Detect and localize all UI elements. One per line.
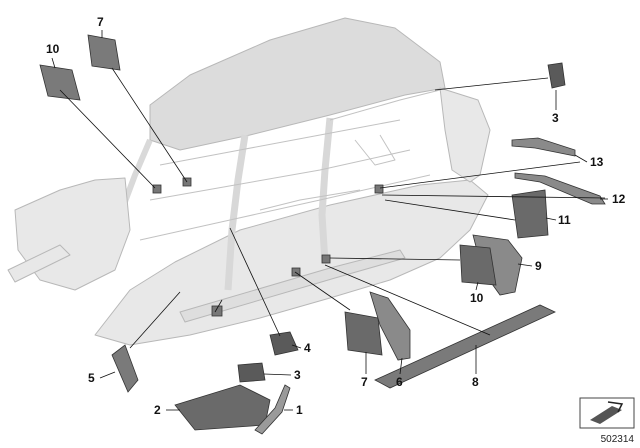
- part-4-clip: [269, 331, 299, 356]
- callout-7-low: 7: [361, 375, 368, 389]
- callout-11: 11: [558, 213, 571, 227]
- callout-7-top: 7: [97, 15, 104, 29]
- part-5-bracket: [111, 344, 139, 393]
- b-pillar: [224, 134, 249, 291]
- car-body-in-white: [7, 17, 491, 346]
- side-sill: [179, 249, 406, 323]
- leader-12: [381, 194, 606, 199]
- part-7-upper-bracket: [87, 34, 121, 71]
- rear-quarter: [439, 87, 491, 183]
- leader-b-pillar-4: [229, 227, 281, 337]
- leader-b-base: [214, 299, 223, 313]
- reference-symbol-arrow: [607, 401, 624, 413]
- part-8-sill-strip: [374, 304, 556, 389]
- part-3-clip-top: [547, 62, 566, 89]
- part-6-pad: [369, 291, 411, 361]
- part-3-clip-mid: [237, 362, 266, 383]
- callout-10-mid: 10: [470, 291, 484, 305]
- callout-12: 12: [612, 192, 626, 206]
- callout-9: 9: [535, 259, 542, 273]
- floor-pan: [94, 179, 489, 346]
- roof-panel: [149, 17, 446, 151]
- leader-7-top: [111, 67, 188, 183]
- reference-symbol: [579, 397, 635, 429]
- part-11-pad: [511, 189, 549, 239]
- front-rail: [7, 244, 71, 283]
- attachment-points: [152, 177, 384, 317]
- callout-1: 1: [296, 403, 303, 417]
- leader-13: [379, 161, 581, 189]
- part-10-mid-pad: [459, 244, 497, 286]
- leader-lines: [59, 67, 606, 349]
- callout-8: 8: [472, 375, 479, 389]
- leader-11: [384, 199, 516, 221]
- callout-labels: 10 7 3 13 12 11 9 10 4 3 5 2 1 7 6 8: [46, 15, 626, 417]
- part-12-strip: [514, 172, 606, 205]
- leader-8: [324, 264, 491, 336]
- callout-6: 6: [396, 375, 403, 389]
- leader-7-low: [294, 271, 351, 311]
- callout-pointers: [51, 30, 608, 411]
- leader-3-top: [434, 77, 549, 91]
- part-2-floor-pad: [174, 384, 271, 431]
- part-1-strip: [254, 384, 291, 435]
- leader-9: [329, 257, 461, 261]
- callout-10-top: 10: [46, 42, 60, 56]
- leader-5: [129, 291, 181, 349]
- part-10-upper-bracket: [39, 64, 81, 101]
- callout-3-mid: 3: [294, 368, 301, 382]
- leader-10-top: [59, 89, 156, 189]
- callout-4: 4: [304, 341, 311, 355]
- callout-3-top: 3: [552, 111, 559, 125]
- reference-symbol-glyph: [590, 406, 622, 424]
- callout-5: 5: [88, 371, 95, 385]
- part-13-strip: [511, 137, 576, 157]
- parts: [39, 34, 606, 435]
- c-pillar: [318, 117, 334, 263]
- callout-13: 13: [590, 155, 604, 169]
- part-7-lower-pad: [344, 311, 383, 356]
- reference-number: 502314: [600, 434, 634, 445]
- callout-2: 2: [154, 403, 161, 417]
